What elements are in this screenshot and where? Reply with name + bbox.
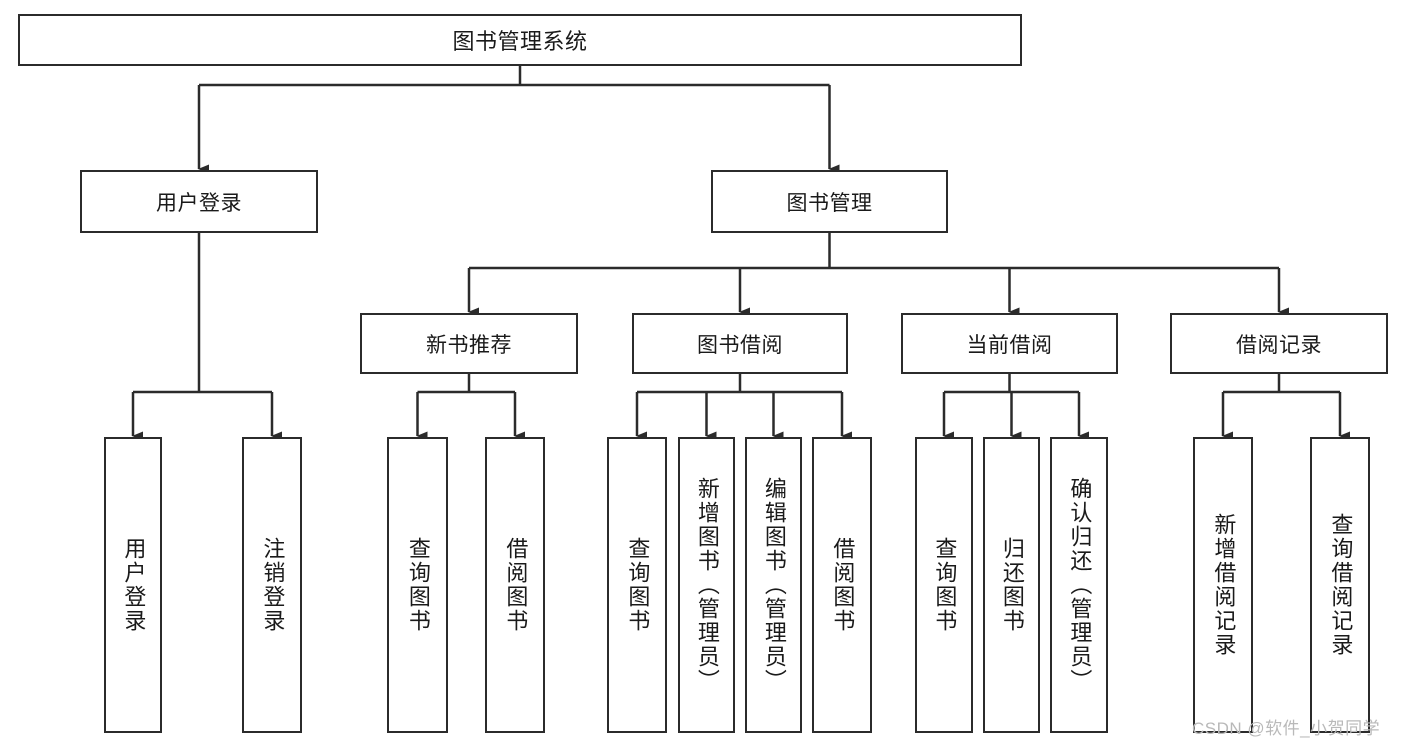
node-label: 查询图书 [405, 537, 431, 633]
node-label: 查询图书 [932, 537, 958, 633]
node-leaf-logout[interactable]: 注销登录 [242, 437, 302, 733]
node-label: 编辑图书（管理员） [761, 477, 787, 693]
node-leaf-edit[interactable]: 编辑图书（管理员） [745, 437, 802, 733]
node-leaf-query1[interactable]: 查询图书 [387, 437, 448, 733]
node-label: 当前借阅 [966, 333, 1053, 357]
node-label: 新书推荐 [426, 333, 512, 357]
node-label: 查询借阅记录 [1328, 513, 1354, 657]
node-leaf-add[interactable]: 新增图书（管理员） [678, 437, 735, 733]
node-leaf-query3[interactable]: 查询图书 [915, 437, 973, 733]
node-label: 借阅记录 [1236, 333, 1322, 357]
node-leaf-borrow1[interactable]: 借阅图书 [485, 437, 545, 733]
node-label: 用户登录 [156, 191, 242, 215]
node-current[interactable]: 当前借阅 [901, 313, 1118, 374]
node-label: 确认归还（管理员） [1067, 477, 1093, 693]
node-label: 图书借阅 [697, 333, 783, 357]
node-label: 新增图书（管理员） [694, 477, 720, 693]
node-leaf-queryrec[interactable]: 查询借阅记录 [1310, 437, 1370, 733]
node-label: 图书管理系统 [452, 29, 588, 54]
node-label: 借阅图书 [503, 537, 529, 633]
node-borrow[interactable]: 图书借阅 [632, 313, 848, 374]
node-records[interactable]: 借阅记录 [1170, 313, 1388, 374]
node-label: 归还图书 [999, 537, 1025, 633]
node-newbook[interactable]: 新书推荐 [360, 313, 578, 374]
node-login[interactable]: 用户登录 [80, 170, 318, 233]
node-leaf-borrow2[interactable]: 借阅图书 [812, 437, 872, 733]
node-leaf-addrec[interactable]: 新增借阅记录 [1193, 437, 1253, 733]
node-label: 图书管理 [786, 191, 873, 215]
node-label: 查询图书 [625, 537, 651, 633]
node-label: 借阅图书 [830, 537, 856, 633]
node-bookmgmt[interactable]: 图书管理 [711, 170, 948, 233]
node-label: 用户登录 [121, 537, 147, 633]
node-leaf-return[interactable]: 归还图书 [983, 437, 1040, 733]
node-root[interactable]: 图书管理系统 [18, 14, 1022, 66]
node-label: 注销登录 [260, 537, 286, 633]
node-leaf-login[interactable]: 用户登录 [104, 437, 162, 733]
node-leaf-query2[interactable]: 查询图书 [607, 437, 667, 733]
node-label: 新增借阅记录 [1211, 513, 1237, 657]
node-leaf-confirm[interactable]: 确认归还（管理员） [1050, 437, 1108, 733]
